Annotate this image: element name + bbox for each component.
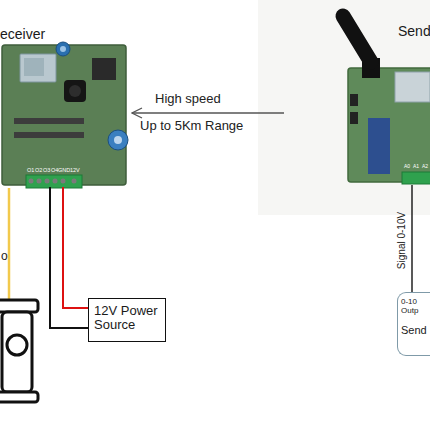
sender-board-node: Send xyxy=(284,12,430,185)
pin-name: A2 xyxy=(422,164,428,170)
pin-name: O4 xyxy=(51,167,58,173)
ground-wire xyxy=(50,187,88,328)
pin-name: O1 xyxy=(27,167,34,173)
signal-wire xyxy=(8,188,11,300)
node-heading: eceiver xyxy=(0,27,45,42)
servo-symbol xyxy=(0,300,38,402)
edge-label: Signal 0-10V xyxy=(396,211,407,268)
power-source-box: 12V Power Source xyxy=(88,298,166,342)
range-note: Up to 5Km Range xyxy=(140,119,243,133)
pin-name: GND xyxy=(58,167,70,173)
box-text: Send xyxy=(401,324,430,336)
box-text: 12V Power Source xyxy=(94,304,160,333)
receiver-board xyxy=(2,42,128,188)
node-heading: Send xyxy=(398,24,430,39)
pin-name: O2 xyxy=(35,167,42,173)
box-text: 0-10 Outp xyxy=(401,298,430,316)
radio-link-arrow xyxy=(132,112,284,113)
receiver-board-node: eceiver xyxy=(0,25,132,187)
pin-name: O3 xyxy=(43,167,50,173)
pin-name: A0 xyxy=(404,164,410,170)
edge-label: High speed xyxy=(155,92,221,106)
signal-wire xyxy=(411,185,413,292)
sender-board xyxy=(343,16,430,184)
sensor-box: 0-10 OutpSend xyxy=(397,292,430,356)
pin-name: 12V xyxy=(70,167,80,173)
wire-label: o xyxy=(1,250,8,263)
pin-name: A1 xyxy=(413,164,419,170)
power-wire xyxy=(63,187,88,308)
